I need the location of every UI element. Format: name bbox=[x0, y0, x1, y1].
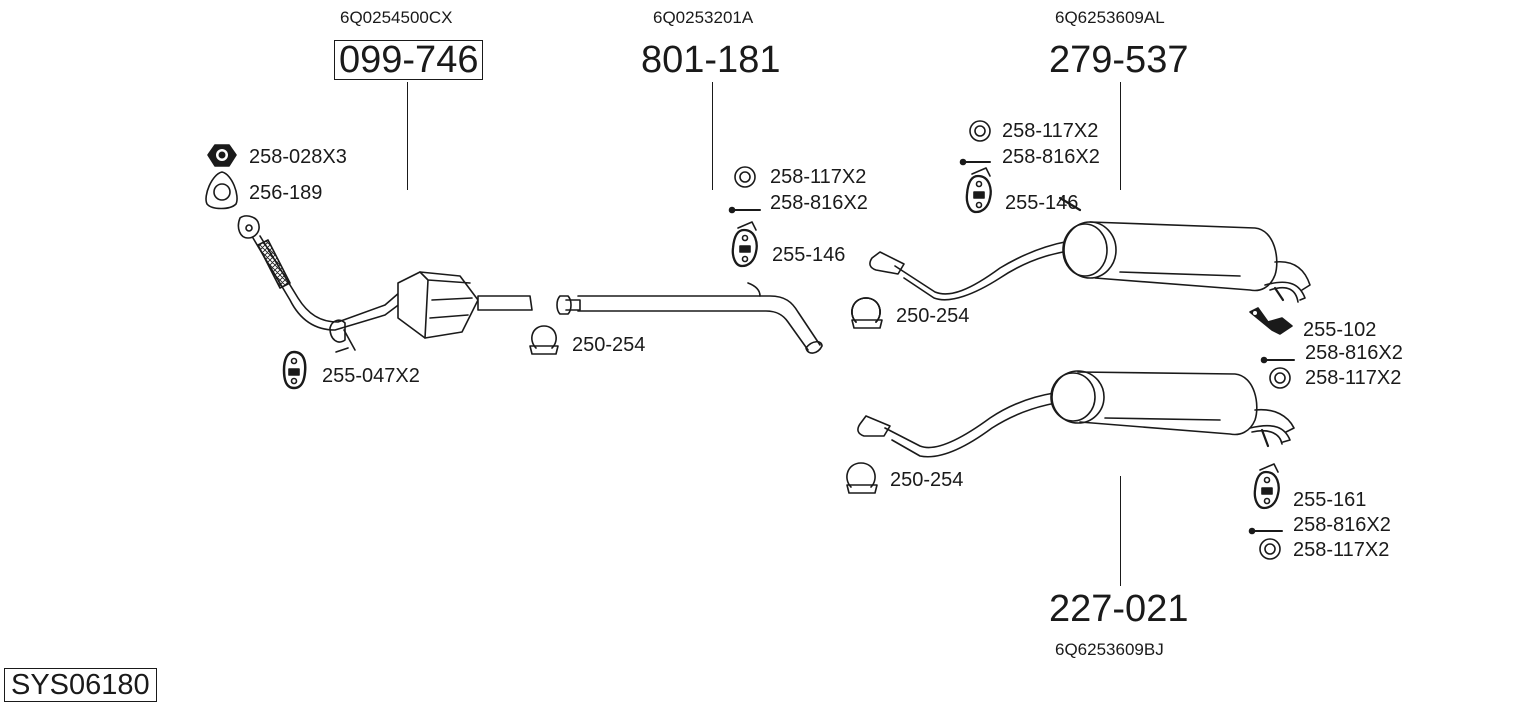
leader-line-middle-pipe bbox=[712, 82, 713, 190]
accessory-label[interactable]: 255-161 bbox=[1293, 489, 1367, 511]
accessory-label[interactable]: 258-816X2 bbox=[770, 192, 868, 214]
accessory-label[interactable]: 250-254 bbox=[896, 305, 970, 327]
leader-line-catalyst bbox=[407, 82, 408, 190]
accessory-label[interactable]: 258-117X2 bbox=[770, 166, 867, 188]
accessory-label[interactable]: 258-816X2 bbox=[1002, 146, 1100, 168]
bolt-icon bbox=[959, 158, 991, 166]
leader-line-rear-silencer-b bbox=[1120, 476, 1121, 586]
bracket-icon bbox=[1249, 307, 1293, 335]
washer-icon bbox=[1259, 538, 1281, 560]
bolt-icon bbox=[1260, 356, 1295, 364]
accessory-label[interactable]: 256-189 bbox=[249, 182, 323, 204]
accessory-label[interactable]: 255-146 bbox=[772, 244, 846, 266]
gasket-icon bbox=[205, 171, 238, 210]
bolt-icon bbox=[728, 206, 761, 214]
nut-icon bbox=[207, 144, 237, 167]
oem-number-catalyst: 6Q0254500CX bbox=[340, 8, 453, 27]
part-number-rear-silencer-a[interactable]: 279-537 bbox=[1049, 39, 1189, 81]
clamp-icon bbox=[851, 297, 881, 323]
accessory-label[interactable]: 250-254 bbox=[572, 334, 646, 356]
clamp-icon bbox=[846, 462, 878, 494]
accessory-label[interactable]: 255-102 bbox=[1303, 319, 1377, 341]
oem-number-rear-silencer-b: 6Q6253609BJ bbox=[1055, 640, 1164, 659]
part-number-middle-pipe[interactable]: 801-181 bbox=[641, 39, 781, 81]
washer-icon bbox=[969, 120, 991, 142]
part-number-rear-silencer-b[interactable]: 227-021 bbox=[1049, 588, 1189, 630]
hanger-icon bbox=[1253, 463, 1280, 510]
leader-line-rear-silencer-a bbox=[1120, 82, 1121, 190]
hanger-icon bbox=[965, 167, 992, 214]
accessory-label[interactable]: 258-117X2 bbox=[1305, 367, 1402, 389]
accessory-label[interactable]: 258-028X3 bbox=[249, 146, 347, 168]
part-number-catalyst[interactable]: 099-746 bbox=[334, 40, 484, 80]
accessory-label[interactable]: 255-047X2 bbox=[322, 365, 420, 387]
accessory-label[interactable]: 258-816X2 bbox=[1293, 514, 1391, 536]
accessory-label[interactable]: 258-117X2 bbox=[1293, 539, 1390, 561]
middle-pipe-drawing[interactable] bbox=[556, 282, 823, 354]
accessory-label[interactable]: 258-816X2 bbox=[1305, 342, 1403, 364]
hanger-icon bbox=[731, 221, 758, 268]
rubber-mount-icon bbox=[282, 350, 307, 390]
accessory-label[interactable]: 258-117X2 bbox=[1002, 120, 1099, 142]
rear-silencer-a-drawing[interactable] bbox=[869, 196, 1311, 303]
oem-number-middle-pipe: 6Q0253201A bbox=[653, 8, 754, 27]
rear-silencer-b-drawing[interactable] bbox=[857, 370, 1295, 458]
clamp-icon bbox=[529, 325, 559, 355]
washer-icon bbox=[734, 166, 756, 188]
catalyst-drawing[interactable] bbox=[237, 215, 533, 353]
accessory-label[interactable]: 250-254 bbox=[890, 469, 964, 491]
bolt-icon bbox=[1248, 527, 1283, 535]
oem-number-rear-silencer-a: 6Q6253609AL bbox=[1055, 8, 1165, 27]
washer-icon bbox=[1269, 367, 1291, 389]
system-code: SYS06180 bbox=[4, 668, 157, 702]
